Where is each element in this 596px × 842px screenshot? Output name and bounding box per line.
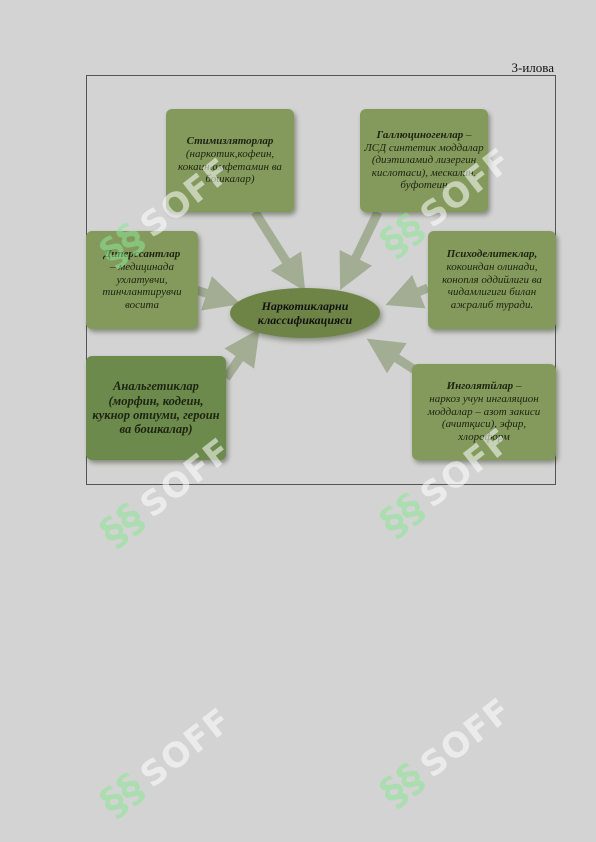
node-stimulants: Стимизляторлар (наркотик,кофеин, кокаин,… xyxy=(166,109,294,212)
arrow-depressants xyxy=(194,276,241,311)
center-line2: классификацияси xyxy=(257,313,353,327)
node-psychedelics-title: Психоделитеклар, xyxy=(446,248,538,261)
node-stimulants-body: (наркотик,кофеин, кокаин,амфетамин ва бо… xyxy=(178,147,282,186)
node-depressants-title: Диперссантлар xyxy=(103,248,181,261)
appendix-label: 3-илова xyxy=(511,60,554,75)
node-depressants-body: – медицинада ухлатувчи, тинчлантирувчи в… xyxy=(102,261,182,311)
node-inhalants-dash: – xyxy=(513,380,522,393)
arrow-analgesics xyxy=(222,328,260,381)
node-inhalants: Инголятйлар – наркоз учун ингаляцион мод… xyxy=(412,364,556,460)
node-inhalants-title: Инголятйлар xyxy=(446,380,514,393)
node-hallucinogens: Галлюциногенлар – ЛСД синтетик моддалар … xyxy=(360,109,488,212)
node-inhalants-body: наркоз учун ингаляцион моддалар – азот з… xyxy=(427,393,541,443)
center-line1: Наркотикларни xyxy=(261,298,349,313)
node-psychedelics-body: кокоиндан олинади, конопля оддийлиги ва … xyxy=(442,261,542,311)
arrow-stimulants xyxy=(251,209,306,292)
node-psychedelics: Психоделитеклар, кокоиндан олинади, коно… xyxy=(428,231,556,329)
node-hallucinogens-dash: – xyxy=(463,128,472,141)
arrow-hallucinogens xyxy=(339,210,383,291)
node-analgesics: Анальгетиклар (морфин, кодеин, кукнор от… xyxy=(86,356,226,460)
node-depressants: Диперссантлар – медицинада ухлатувчи, ти… xyxy=(86,231,198,329)
arrow-psychedelics xyxy=(385,274,430,309)
node-analgesics-body: (морфин, кодеин, кукнор отиуми, героин в… xyxy=(92,393,220,437)
arrow-inhalants xyxy=(366,338,421,376)
node-hallucinogens-body: ЛСД синтетик моддалар (диэтиламид лизерг… xyxy=(364,141,484,192)
node-hallucinogens-title: Галлюциногенлар xyxy=(376,128,464,141)
node-stimulants-title: Стимизляторлар xyxy=(186,135,274,148)
node-analgesics-title: Анальгетиклар xyxy=(113,379,199,394)
